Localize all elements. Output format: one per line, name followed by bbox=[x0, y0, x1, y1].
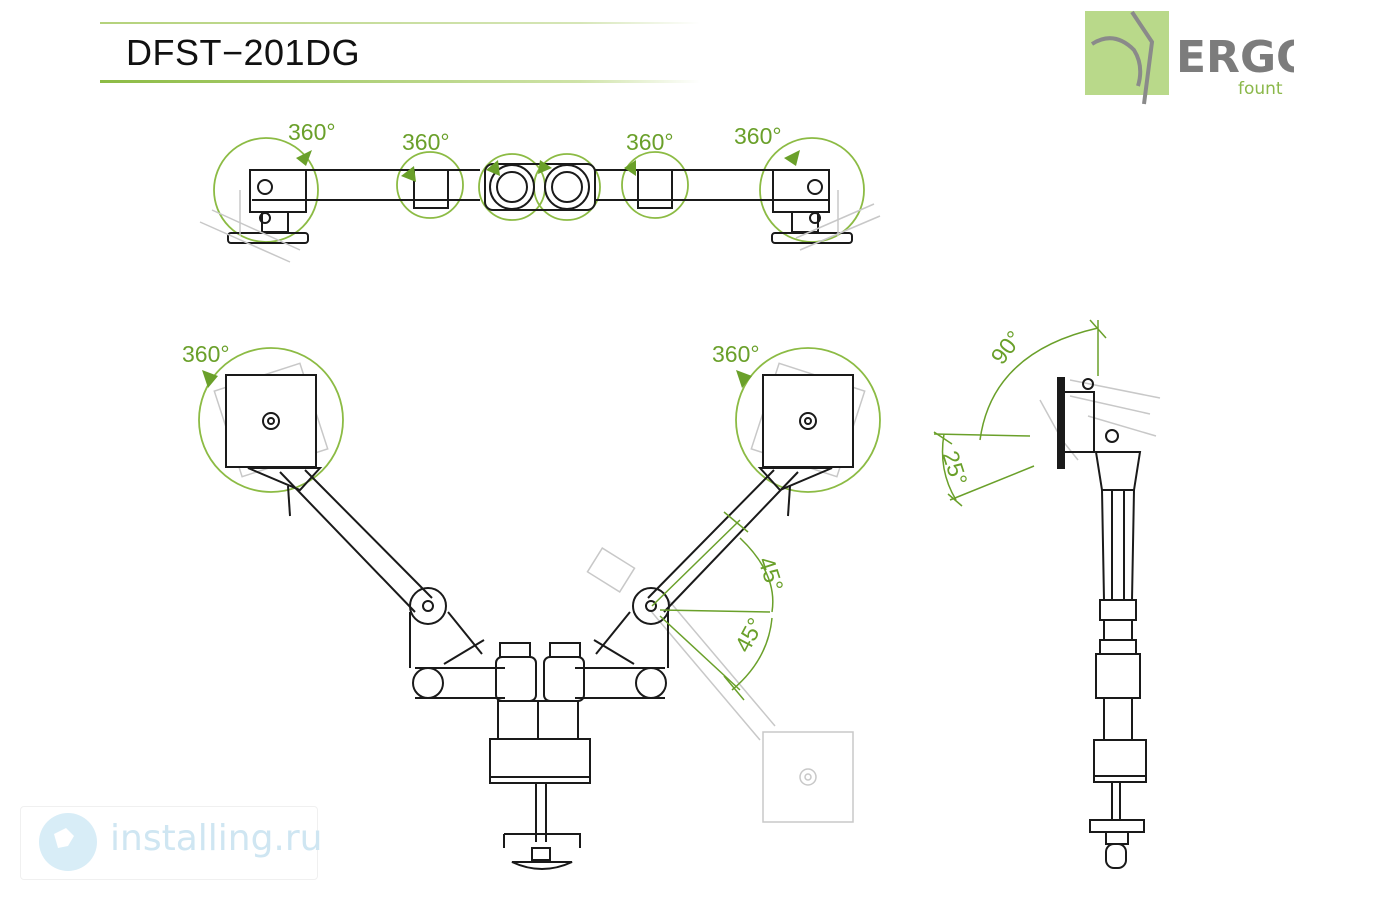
tilt-angle-guides bbox=[933, 319, 1107, 507]
angle-top-right-inner: 360° bbox=[626, 129, 674, 155]
side-view bbox=[933, 319, 1161, 869]
watermark-box bbox=[20, 806, 318, 880]
logo-square bbox=[1085, 11, 1169, 95]
logo-word: ERGO bbox=[1176, 32, 1294, 83]
logo-swoosh bbox=[1090, 36, 1143, 87]
desk-mount-base bbox=[489, 738, 591, 784]
angle-top-right-outer: 360° bbox=[734, 123, 782, 149]
left-upper-arm bbox=[279, 469, 433, 613]
logo-sub: fount bbox=[1238, 79, 1283, 99]
angle-front-right: 360° bbox=[712, 341, 760, 367]
header-rule-bottom bbox=[100, 80, 700, 83]
watermark-text: installing.ru bbox=[110, 818, 323, 859]
front-view bbox=[198, 347, 881, 870]
logo-arm bbox=[1130, 10, 1155, 105]
watermark-globe-icon bbox=[39, 813, 97, 871]
angle-top-left-outer: 360° bbox=[288, 119, 336, 145]
right-upper-arm bbox=[647, 469, 799, 613]
vesa-plate-right bbox=[762, 374, 854, 468]
right-plate-bracket bbox=[757, 467, 833, 492]
angle-tilt-down: 25° bbox=[937, 448, 972, 489]
angle-top-left-inner: 360° bbox=[402, 129, 450, 155]
left-plate-bracket bbox=[247, 467, 323, 492]
angle-swing-up: 45° bbox=[753, 554, 788, 595]
front-rotation-circles bbox=[198, 347, 881, 493]
vesa-plate-left bbox=[225, 374, 317, 468]
model-title: DFST−201DG bbox=[126, 32, 361, 73]
ghost-arm-position bbox=[586, 547, 854, 823]
swing-angle-guides bbox=[651, 511, 774, 701]
top-view bbox=[199, 137, 881, 263]
ergofount-logo: ERGO fount bbox=[1085, 10, 1294, 105]
angle-front-left: 360° bbox=[182, 341, 230, 367]
header-rule-top bbox=[100, 22, 700, 24]
clamp-knob bbox=[511, 861, 573, 870]
top-rotation-circles bbox=[213, 137, 865, 243]
